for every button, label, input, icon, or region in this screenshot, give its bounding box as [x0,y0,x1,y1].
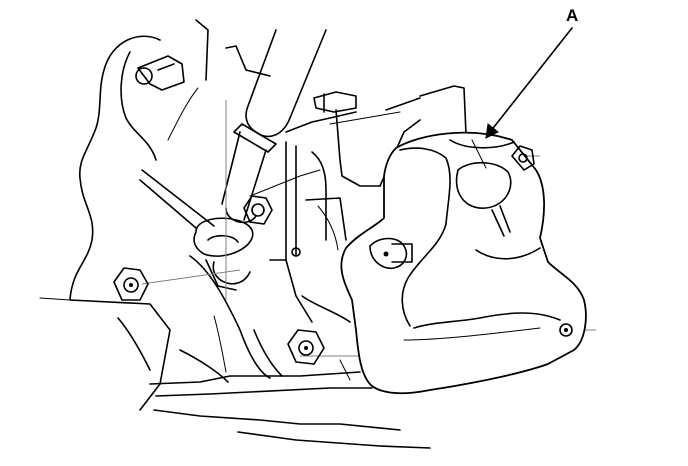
cover-part-a [340,131,587,395]
bolt-cable-bracket [243,195,273,225]
engine-block-outline [39,19,467,449]
bolt-upper-left [135,55,185,91]
bolt-left [113,267,149,301]
bolt-lower-center [287,329,325,365]
callout-label-a: A [566,6,579,25]
stud-top [313,91,357,113]
shift-cable [193,29,327,291]
bolt-small-center [291,247,301,257]
callout-arrow-a [485,27,573,139]
